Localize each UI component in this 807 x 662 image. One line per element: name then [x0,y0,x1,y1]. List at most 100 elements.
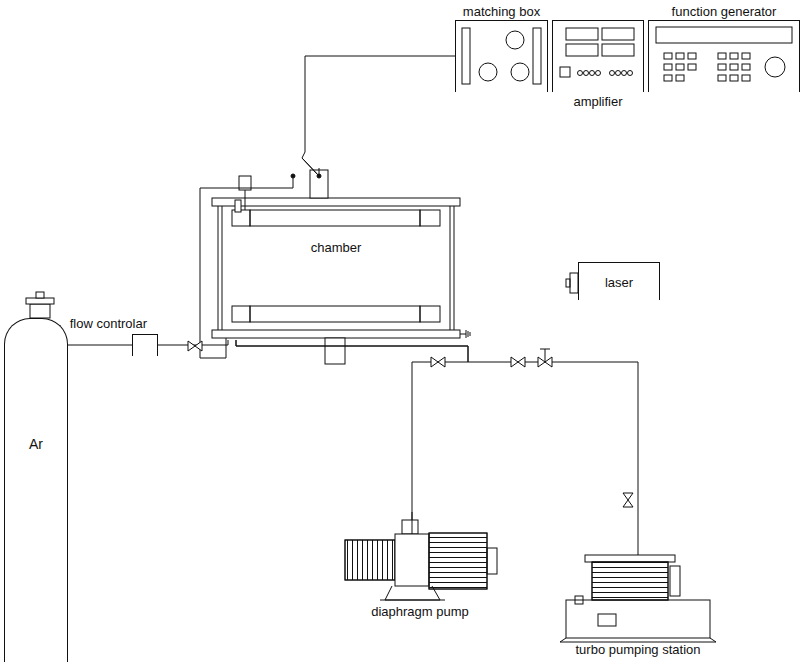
matching-box-panel [533,28,541,84]
function-generator-panel [664,53,672,59]
amplifier-panel [628,71,633,76]
diaphragm-pump-drawing [345,512,497,600]
amplifier-panel [560,28,634,77]
valve-symbol [188,341,202,351]
chamber-body [466,330,467,338]
function-generator-panel [742,64,750,70]
chamber-body [468,331,469,337]
chamber-body [325,338,345,364]
node-label: matching box [463,4,540,19]
function-generator: function generator [648,20,800,92]
node-label: diaphragm pump [371,604,469,619]
rf-cable [302,56,455,176]
function-generator-panel [688,53,696,59]
function-generator-panel [730,75,738,81]
valve-symbol [540,349,550,350]
diaphragm-pump-drawing [385,586,440,600]
turbo-pump-drawing [566,600,710,638]
flow-controller: flow controlar [132,334,158,356]
electrode-wiring [200,174,321,358]
node-label: flow controlar [70,316,147,331]
function-generator-panel [656,27,792,43]
function-generator-panel [688,64,696,70]
diaphragm-pump: diaphragm pump [340,520,500,602]
laser-lens [566,273,578,293]
diaphragm-pump-drawing [345,540,395,580]
gas-pipe [68,345,132,346]
gas-cylinder-valve [36,292,44,298]
chamber-body [212,170,470,364]
amplifier: amplifier [552,20,644,92]
function-generator-panel [718,53,726,59]
amplifier-panel [602,28,634,40]
laser-lens [570,273,578,293]
valve-symbol [538,349,552,367]
node-label: turbo pumping station [575,642,700,657]
amplifier-panel [590,71,595,76]
function-generator-panel [676,75,684,81]
amplifier-panel [578,71,583,76]
chamber-body [470,332,471,336]
valve-symbol [431,357,445,367]
valve-symbol [545,349,546,362]
node-label: function generator [672,4,777,19]
amplifier-panel [602,44,634,56]
chamber-body [212,198,460,206]
valve-symbol [431,357,445,367]
matching-box: matching box [455,20,548,92]
amplifier-panel [566,28,598,40]
function-generator-panel [656,27,792,81]
diaphragm-pump-drawing [402,520,418,534]
chamber-body [222,206,223,330]
node-label: Ar [29,437,43,452]
gas-cylinder-valve [26,298,54,304]
matching-box-panel [506,31,524,49]
switch-blade [302,158,319,176]
diaphragm-pump-drawing [395,534,429,586]
diaphragm-pump-drawing [429,533,487,589]
matching-box-panel [462,28,541,84]
amplifier-panel [566,44,598,56]
chamber-body [420,210,440,226]
argon-cylinder: Ar [4,318,68,662]
chamber-body [450,206,451,330]
chamber-body [212,330,460,338]
function-generator-panel [664,64,672,70]
diaphragm-pump-drawing [345,540,395,580]
chamber-body [250,306,420,322]
chamber-body [420,306,440,322]
valve-symbol [511,357,525,367]
electrode-wiring [293,178,294,188]
chamber-body [232,306,250,322]
function-generator-panel [676,64,684,70]
turbo-pumping-station: turbo pumping station [560,555,716,642]
amplifier-panel [560,67,570,77]
turbo-pump-drawing [592,562,668,600]
node-label: amplifier [573,94,622,109]
diaphragm-pump-drawing [429,533,487,589]
amplifier-panel [622,71,627,76]
electrode-wiring [200,188,293,358]
function-generator-panel [730,53,738,59]
valve-symbol [623,493,633,507]
matching-box-panel [462,28,470,84]
chamber-body [235,200,241,212]
matching-box-panel [511,63,529,81]
function-generator-panel [742,53,750,59]
turbo-pump-drawing [560,638,716,642]
gas-pipe [236,340,468,520]
switch-blade [302,158,319,176]
gas-pipe [236,340,638,555]
amplifier-panel [596,71,601,76]
amplifier-panel [584,71,589,76]
vacuum-chamber: chamber [212,168,460,340]
node-label: chamber [311,240,362,255]
laser-box: laser [578,262,660,300]
chamber-body [460,334,466,335]
valve-symbol [511,357,525,367]
turbo-pump-drawing [670,566,680,596]
diaphragm-pump-drawing [380,600,445,601]
